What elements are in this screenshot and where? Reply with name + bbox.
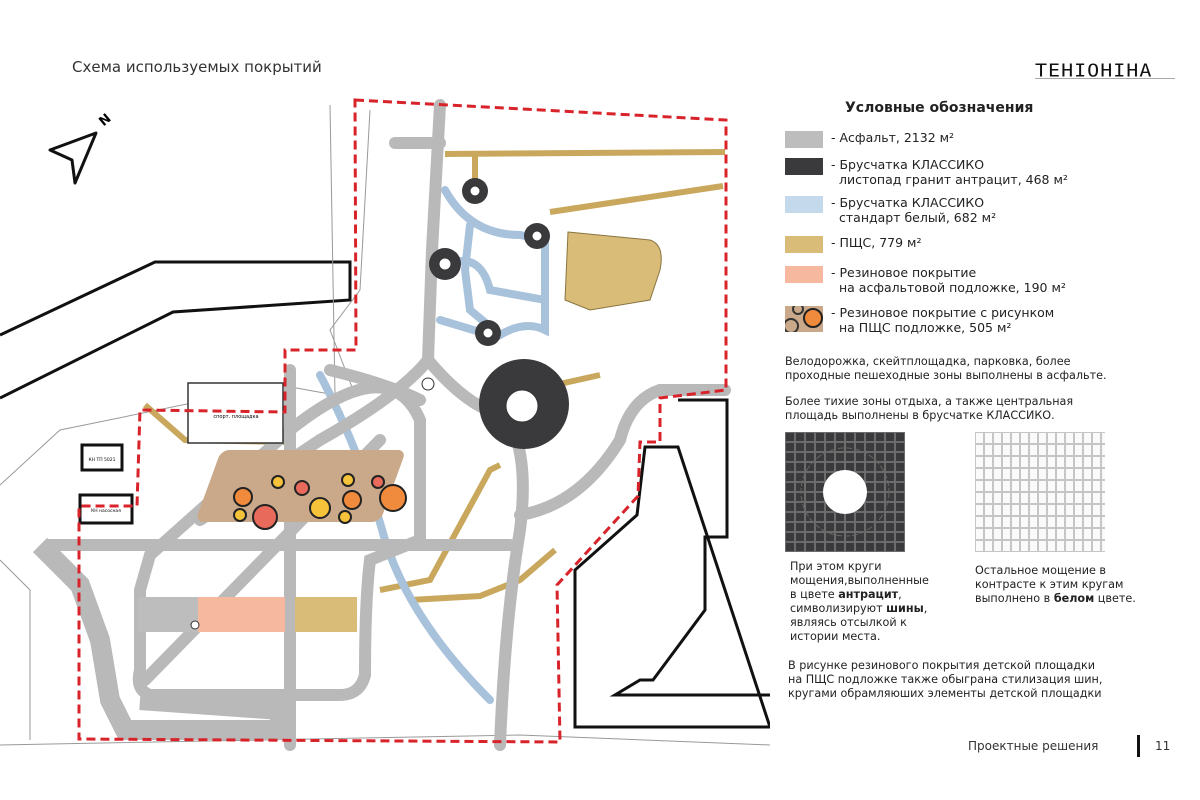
legend-text: - Асфальт, 2132 м² (831, 130, 955, 145)
legend-text: на ПЩС подложке, 505 м² (839, 320, 1012, 335)
legend-item-asphalt: - Асфальт, 2132 м² (785, 130, 954, 148)
note-line: площадь выполнены в брусчатке КЛАССИКО. (785, 409, 1055, 422)
legend-text: - Брусчатка КЛАССИКО (831, 157, 985, 172)
rubber-area (198, 597, 285, 632)
logo-underline (1035, 78, 1175, 79)
page-title: Схема используемых покрытий (72, 58, 322, 76)
legend-text: на асфальтовой подложке, 190 м² (839, 280, 1066, 295)
note-classico: Более тихие зоны отдыха, а также централ… (785, 395, 1073, 423)
sport-label: спорт. площадка (213, 414, 258, 420)
note-line: проходные пешеходные зоны выполнены в ас… (785, 369, 1107, 382)
page-number: 11 (1155, 739, 1171, 753)
caption-text: выполнено в (975, 592, 1054, 605)
legend-text: листопад гранит антрацит, 468 м² (839, 172, 1068, 187)
caption-text: , (923, 602, 928, 615)
caption-white: Остальное мощение в контрасте к этим кру… (975, 564, 1136, 606)
playground-circles (233, 473, 407, 530)
north-arrow-icon: N (48, 111, 114, 185)
parking (32, 537, 290, 740)
building-right (573, 398, 770, 729)
legend-text: - Резиновое покрытие с рисунком (831, 305, 1055, 320)
site-plan: N (0, 98, 770, 751)
pshs-area (564, 231, 662, 311)
caption-line: мощения,выполненные (790, 574, 929, 587)
legend-text: - Брусчатка КЛАССИКО (831, 195, 985, 210)
legend-swatch (785, 196, 823, 213)
logo: TEHIOHIHA (1035, 59, 1153, 81)
caption-bold: белом (1053, 592, 1095, 605)
note-asphalt: Велодорожка, скейтплощадка, парковка, бо… (785, 355, 1107, 383)
caption-text: в цвете (790, 588, 839, 601)
note-line: Более тихие зоны отдыха, а также централ… (785, 395, 1074, 408)
caption-bold: антрацит (838, 588, 899, 601)
legend-swatch (785, 158, 823, 175)
legend-text: стандарт белый, 682 м² (839, 210, 997, 225)
legend-swatch-pattern (785, 306, 823, 332)
caption-text: , (898, 588, 902, 601)
caption-line: являясь отсылкой к (790, 616, 907, 629)
note-line: на ПЩС подложке также обыграна стилизаци… (788, 673, 1103, 686)
caption-bold: шины (886, 602, 924, 615)
legend-swatch (785, 266, 823, 283)
note-line: Велодорожка, скейтплощадка, парковка, бо… (785, 355, 1071, 368)
legend-item-pshs: - ПЩС, 779 м² (785, 235, 922, 253)
legend-text: - ПЩС, 779 м² (831, 235, 922, 250)
caption-text: символизируют (790, 602, 887, 615)
white-paving-sample (975, 432, 1105, 552)
note-line: В рисунке резинового покрытия детской пл… (788, 659, 1096, 672)
footer-section: Проектные решения (968, 739, 1099, 753)
caption-text: цвете. (1094, 592, 1136, 605)
caption-line: контрасте к этим кругам (975, 578, 1124, 591)
legend-swatch (785, 236, 823, 253)
footer-divider (1137, 735, 1140, 757)
north-label: N (96, 111, 114, 129)
caption-anthracite: При этом круги мощения,выполненные в цве… (790, 560, 929, 644)
caption-line: При этом круги (790, 560, 882, 573)
caption-line: истории места. (790, 630, 881, 643)
kn2-label: КН насосная (91, 508, 121, 514)
legend-text: - Резиновое покрытие (831, 265, 977, 280)
legend-title: Условные обозначения (845, 100, 1034, 116)
building-left (0, 260, 352, 400)
caption-line: Остальное мощение в (975, 564, 1106, 577)
anthracite-paving-sample (785, 432, 905, 552)
kn1-label: КН ТП 5021 (88, 457, 115, 463)
note-line: кругами обрамляюших элементы детской пло… (788, 687, 1102, 700)
note-playground: В рисунке резинового покрытия детской пл… (788, 659, 1102, 701)
legend-swatch (785, 131, 823, 148)
